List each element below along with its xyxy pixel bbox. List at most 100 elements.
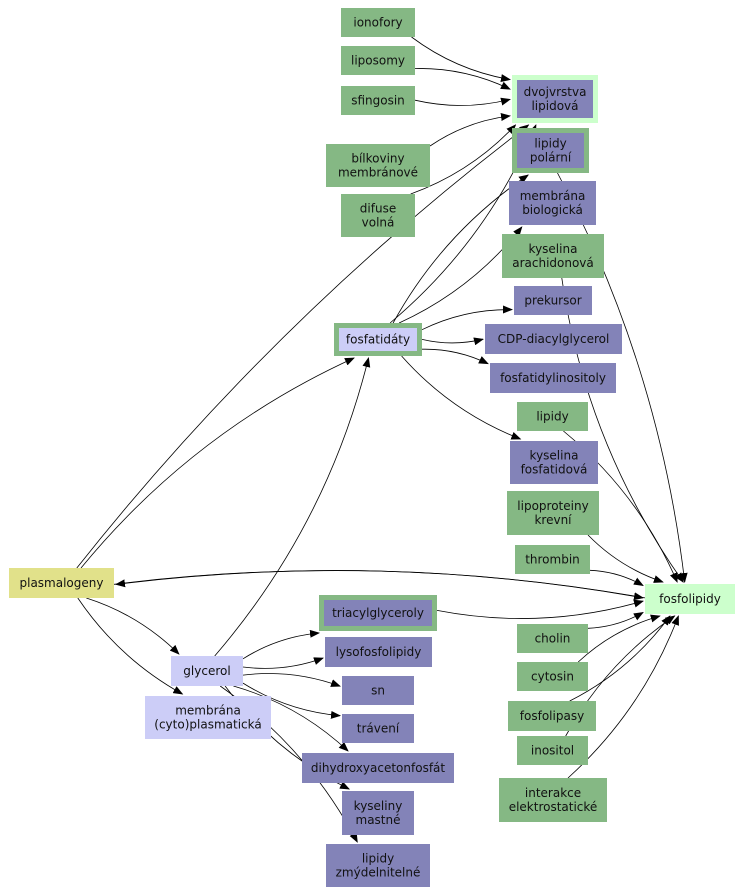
- node-fosfatidaty[interactable]: fosfatidáty: [334, 323, 422, 356]
- node-sfingosin[interactable]: sfingosin: [341, 86, 415, 115]
- edge-bilkoviny-to-dvojvrstva: [429, 113, 511, 147]
- edge-fosfatidaty-to-prekursor: [421, 305, 513, 331]
- edge-glycerol-to-dihydroxy: [233, 685, 349, 752]
- node-cholin[interactable]: cholin: [517, 624, 588, 653]
- edge-cytosin-to-fosfolipidy: [577, 614, 661, 663]
- node-arachidonova-label-1: arachidonová: [512, 256, 594, 270]
- node-membrana_bio-label-0: membrána: [520, 189, 586, 203]
- node-mastne-label-1: mastné: [356, 813, 401, 827]
- node-plasmalogeny-label-0: plasmalogeny: [20, 576, 104, 590]
- node-thrombin[interactable]: thrombin: [515, 545, 590, 574]
- edge-plasmalogeny-to-dvojvrstva: [76, 124, 530, 569]
- node-cytosin[interactable]: cytosin: [517, 662, 588, 691]
- node-lipidy_polarni-label-1: polární: [530, 151, 572, 165]
- node-membrana_cyto-label-1: (cyto)plasmatická: [154, 718, 261, 732]
- edge-fosfatidaty-to-cdp: [421, 337, 484, 346]
- node-lipidy_polarni-label-0: lipidy: [534, 137, 566, 151]
- node-difuse-label-0: difuse: [360, 202, 396, 216]
- edge-fosfatidaty-to-lipidy_polarni: [392, 174, 529, 324]
- edge-fosfolipasy-to-fosfolipidy: [569, 615, 671, 702]
- edge-plasmalogeny-to-fosfatidaty: [80, 357, 355, 569]
- node-lipoproteiny-label-0: lipoproteiny: [517, 499, 588, 513]
- node-cdp[interactable]: CDP-diacylglycerol: [485, 324, 622, 354]
- node-liposomy-label-0: liposomy: [351, 54, 405, 68]
- node-triacylglyceroly-label-0: triacylglyceroly: [332, 606, 424, 620]
- edge-fosfatidaty-to-fosfatidova: [401, 355, 522, 440]
- node-membrana_cyto-label-0: membrána: [175, 704, 241, 718]
- node-glycerol-label-0: glycerol: [183, 664, 230, 678]
- edge-glycerol-to-lysofosfolipidy: [242, 657, 324, 669]
- node-arachidonova-label-0: kyselina: [529, 242, 578, 256]
- node-dihydroxy-label-0: dihydroxyacetonfosfát: [311, 761, 446, 775]
- node-fosfolipidy[interactable]: fosfolipidy: [645, 584, 735, 614]
- edge-lipoproteiny-to-fosfolipidy: [587, 534, 664, 583]
- node-lysofosfolipidy-label-0: lysofosfolipidy: [336, 645, 422, 659]
- node-dvojvrstva-label-1: lipidová: [531, 99, 578, 113]
- node-cytosin-label-0: cytosin: [531, 670, 574, 684]
- node-plasmalogeny[interactable]: plasmalogeny: [9, 568, 114, 598]
- node-interakce-label-0: interakce: [525, 786, 581, 800]
- node-lysofosfolipidy[interactable]: lysofosfolipidy: [325, 637, 432, 667]
- node-inositol[interactable]: inositol: [517, 736, 588, 765]
- node-thrombin-label-0: thrombin: [525, 553, 580, 567]
- node-lipidy[interactable]: lipidy: [517, 402, 588, 431]
- edge-triacylglyceroly-to-fosfolipidy: [436, 599, 644, 619]
- edge-difuse-to-dvojvrstva: [410, 124, 517, 195]
- node-fosfolipidy-label-0: fosfolipidy: [659, 592, 721, 606]
- node-zmydelnitelne-label-1: zmýdelnitelné: [336, 866, 421, 880]
- node-prekursor-label-0: prekursor: [524, 294, 581, 308]
- edge-ionofory-to-dvojvrstva: [411, 36, 511, 82]
- edge-glycerol-to-fosfatidaty: [214, 357, 371, 657]
- edge-glycerol-to-traveni: [242, 682, 341, 719]
- node-ionofory-label-0: ionofory: [353, 16, 402, 30]
- node-difuse-label-1: volná: [362, 216, 395, 230]
- node-fosfolipasy[interactable]: fosfolipasy: [508, 701, 596, 731]
- node-cholin-label-0: cholin: [535, 632, 571, 646]
- node-traveni[interactable]: trávení: [342, 714, 414, 743]
- edge-fosfatidaty-to-fosfatidylinositoly: [421, 348, 489, 365]
- node-sn[interactable]: sn: [342, 676, 414, 705]
- node-traveni-label-0: trávení: [357, 722, 400, 736]
- node-membrana_cyto[interactable]: membrána(cyto)plasmatická: [145, 696, 271, 739]
- node-glycerol[interactable]: glycerol: [171, 656, 243, 686]
- edge-sfingosin-to-dvojvrstva: [414, 97, 511, 106]
- edge-plasmalogeny-to-membrana_cyto: [77, 597, 184, 695]
- node-fosfatidylinositoly[interactable]: fosfatidylinositoly: [490, 363, 616, 393]
- edge-glycerol-to-sn: [242, 673, 341, 687]
- node-dihydroxy[interactable]: dihydroxyacetonfosfát: [302, 753, 454, 783]
- node-bilkoviny-label-1: membránové: [338, 166, 418, 180]
- edge-fosfolipidy-to-plasmalogeny: [115, 570, 646, 599]
- node-membrana_bio-label-1: biologická: [522, 203, 583, 217]
- node-sfingosin-label-0: sfingosin: [351, 94, 405, 108]
- node-sn-label-0: sn: [371, 684, 385, 698]
- edge-glycerol-to-triacylglyceroly: [242, 629, 320, 660]
- node-bilkoviny-label-0: bílkoviny: [351, 152, 404, 166]
- node-ionofory[interactable]: ionofory: [341, 8, 415, 37]
- node-liposomy[interactable]: liposomy: [341, 46, 415, 75]
- node-mastne-label-0: kyseliny: [354, 799, 403, 813]
- node-fosfatidylinositoly-label-0: fosfatidylinositoly: [500, 371, 606, 385]
- node-fosfatidova-label-1: fosfatidová: [521, 463, 588, 477]
- node-lipidy-label-0: lipidy: [536, 410, 568, 424]
- node-prekursor[interactable]: prekursor: [514, 286, 592, 315]
- edge-thrombin-to-fosfolipidy: [589, 569, 644, 586]
- node-fosfatidova-label-0: kyselina: [530, 449, 579, 463]
- edge-plasmalogeny-to-glycerol: [86, 597, 180, 655]
- node-triacylglyceroly[interactable]: triacylglyceroly: [319, 595, 437, 631]
- node-fosfatidaty-label-0: fosfatidáty: [346, 333, 410, 347]
- node-dvojvrstva-label-0: dvojvrstva: [524, 85, 587, 99]
- edge-plasmalogeny-to-fosfolipidy: [113, 570, 644, 601]
